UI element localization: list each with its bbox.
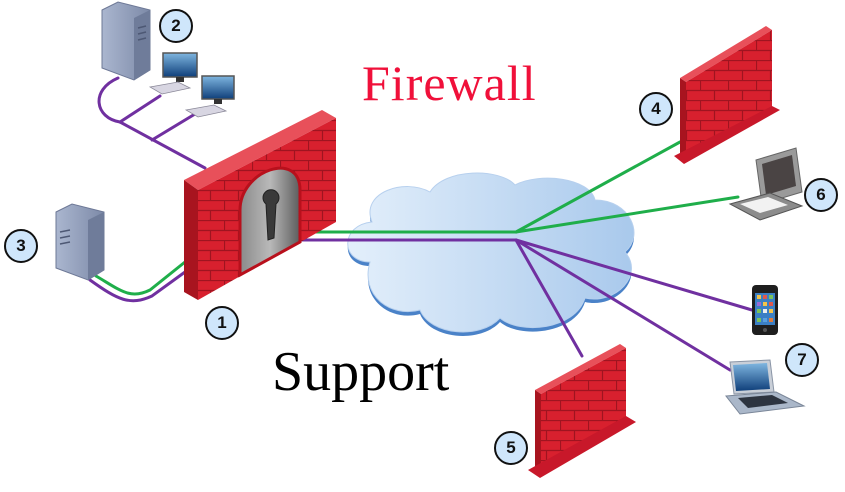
desktop-monitor-icon bbox=[184, 75, 235, 118]
link-2-to-1 bbox=[97, 76, 207, 170]
smartphone-icon bbox=[752, 285, 778, 335]
link-cloud-to-7 bbox=[514, 238, 732, 372]
server-icon bbox=[101, 1, 151, 81]
laptop-icon bbox=[728, 147, 804, 221]
link-cloud-to-4 bbox=[514, 140, 682, 234]
diagram-title: Firewall bbox=[362, 55, 537, 111]
link-cloud-to-5 bbox=[514, 238, 584, 358]
node-badge-7: 7 bbox=[785, 343, 819, 377]
link-workstation-b bbox=[150, 112, 197, 142]
gateway-firewall-icon bbox=[184, 110, 336, 300]
node-badge-1: 1 bbox=[205, 306, 239, 340]
node-badge-5: 5 bbox=[494, 431, 528, 465]
diagram-subtitle: Support bbox=[272, 341, 450, 403]
server-icon bbox=[55, 203, 105, 281]
node-badge-6: 6 bbox=[804, 178, 838, 212]
link-cloud-to-6 bbox=[514, 195, 740, 234]
laptop-icon bbox=[725, 359, 806, 415]
firewall-icon bbox=[528, 344, 636, 478]
node-badge-3: 3 bbox=[4, 229, 38, 263]
network-links bbox=[88, 76, 754, 372]
node-badge-4: 4 bbox=[639, 92, 673, 126]
firewall-icon bbox=[674, 26, 780, 164]
link-3-to-1-purple bbox=[88, 270, 187, 303]
desktop-monitor-icon bbox=[148, 52, 198, 95]
internet-cloud bbox=[347, 172, 635, 336]
link-workstation-a bbox=[118, 94, 162, 124]
node-badge-2: 2 bbox=[159, 9, 193, 43]
link-3-to-1-green bbox=[94, 260, 187, 296]
link-cloud-to-phone bbox=[514, 238, 754, 312]
